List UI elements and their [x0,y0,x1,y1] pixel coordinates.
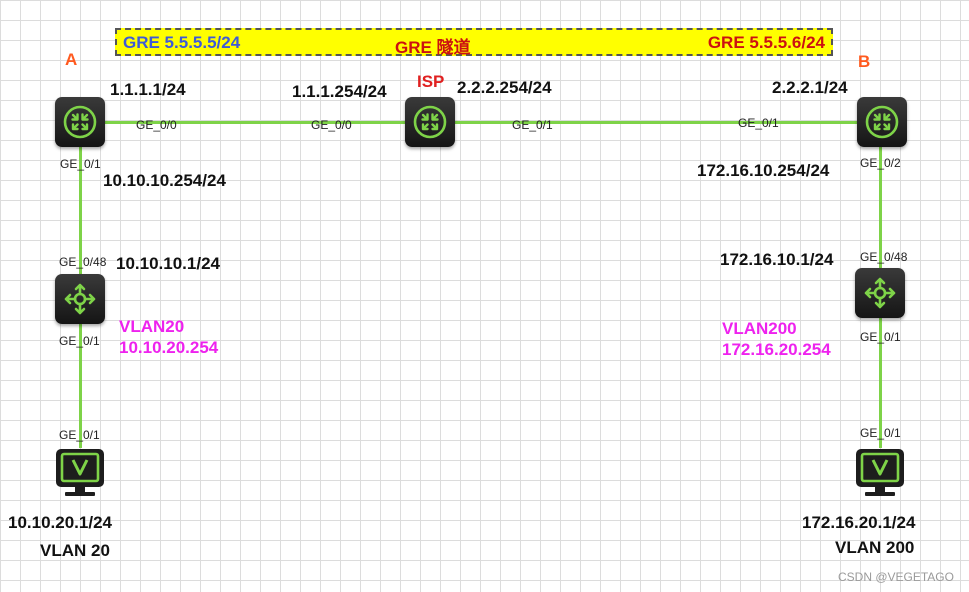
pc-a[interactable] [55,448,105,498]
router-isp[interactable] [405,97,455,147]
link-isp-rb [455,121,860,124]
router-b[interactable] [857,97,907,147]
port-router-a-ge01: GE_0/1 [60,157,101,171]
pc-b[interactable] [855,448,905,498]
port-router-a-ge00: GE_0/0 [136,118,177,132]
vlan-switch-a: VLAN20 10.10.20.254 [119,316,218,358]
link-swb-pcb [879,318,882,448]
ip-router-b-wan: 2.2.2.1/24 [772,78,848,97]
vlan-switch-a-name: VLAN20 [119,317,185,336]
label-b: B [858,52,871,71]
ip-switch-a-uplink: 10.10.10.1/24 [116,254,220,273]
ip-pc-a: 10.10.20.1/24 [8,513,112,532]
vlan-switch-b-name: VLAN200 [722,319,797,338]
port-isp-ge00: GE_0/0 [311,118,352,132]
ip-switch-b-uplink: 172.16.10.1/24 [720,250,834,269]
ip-router-a-wan: 1.1.1.1/24 [110,80,186,99]
gre-right-endpoint: GRE 5.5.5.6/24 [707,33,825,52]
switch-icon [864,277,896,309]
pc-icon [856,449,904,496]
watermark: CSDN @VEGETAGO [838,570,954,584]
vlan-switch-a-gateway: 10.10.20.254 [119,338,219,357]
link-rb-swb [879,146,882,268]
router-icon [865,105,899,139]
vlan-pc-b: VLAN 200 [835,538,915,557]
link-ra-isp [105,121,410,124]
router-a[interactable] [55,97,105,147]
ip-isp-b: 2.2.2.254/24 [457,78,552,97]
router-icon [413,105,447,139]
ip-isp-a: 1.1.1.254/24 [292,82,387,101]
ip-router-b-lan: 172.16.10.254/24 [697,161,830,180]
port-router-b-ge02: GE_0/2 [860,156,901,170]
link-swa-pca [79,324,82,448]
vlan-switch-b-gateway: 172.16.20.254 [722,340,831,359]
port-pc-a-ge01: GE_0/1 [59,428,100,442]
router-icon [63,105,97,139]
port-switch-a-ge01: GE_0/1 [59,334,100,348]
port-switch-a-ge048: GE_0/48 [59,255,107,269]
switch-icon [64,283,96,315]
port-isp-ge01: GE_0/1 [512,118,553,132]
ip-pc-b: 172.16.20.1/24 [802,513,916,532]
vlan-pc-a: VLAN 20 [40,541,110,560]
port-switch-b-ge048: GE_0/48 [860,250,908,264]
switch-b[interactable] [855,268,905,318]
port-switch-b-ge01: GE_0/1 [860,330,901,344]
ip-router-a-lan: 10.10.10.254/24 [103,171,226,190]
gre-tunnel-title: GRE 隧道 [395,38,471,57]
label-isp: ISP [417,72,445,91]
link-ra-swa [79,146,82,274]
port-pc-b-ge01: GE_0/1 [860,426,901,440]
switch-a[interactable] [55,274,105,324]
label-a: A [65,50,78,69]
gre-tunnel-banner: GRE 5.5.5.5/24 GRE 隧道 GRE 5.5.5.6/24 [115,28,833,57]
pc-icon [56,449,104,496]
gre-left-endpoint: GRE 5.5.5.5/24 [123,33,241,52]
vlan-switch-b: VLAN200 172.16.20.254 [722,318,831,360]
port-router-b-ge01: GE_0/1 [738,116,779,130]
